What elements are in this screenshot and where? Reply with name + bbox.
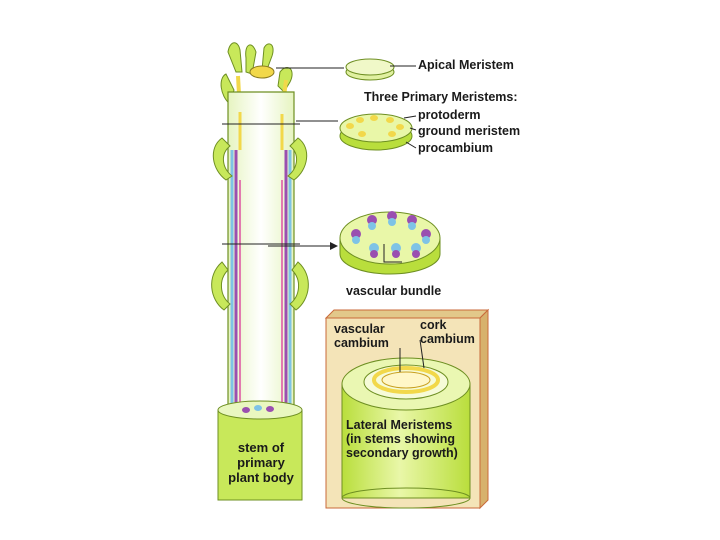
label-protoderm: protoderm (418, 108, 481, 122)
label-three-primary-meristems: Three Primary Meristems: (364, 90, 518, 104)
vascular-bundle-disc (339, 211, 441, 275)
label-ground-meristem: ground meristem (418, 124, 521, 138)
primary-stem (211, 42, 309, 501)
bundle-ring (351, 211, 431, 258)
label-vascular-bundle: vascular bundle (346, 284, 442, 298)
apical-meristem-disc (345, 58, 395, 81)
stem-body (227, 91, 295, 411)
label-lateral-meristems: Lateral Meristems (in stems showing seco… (346, 418, 458, 460)
primary-meristems-disc (339, 113, 413, 151)
label-stem-primary-plant-body: stem of primary plant body (228, 440, 294, 485)
label-apical-meristem: Apical Meristem (418, 58, 514, 72)
label-vascular-cambium: vascular cambium (334, 322, 389, 350)
label-procambium: procambium (418, 141, 494, 155)
label-cork-cambium: cork cambium (420, 318, 475, 346)
lateral-meristems-box (324, 308, 490, 510)
